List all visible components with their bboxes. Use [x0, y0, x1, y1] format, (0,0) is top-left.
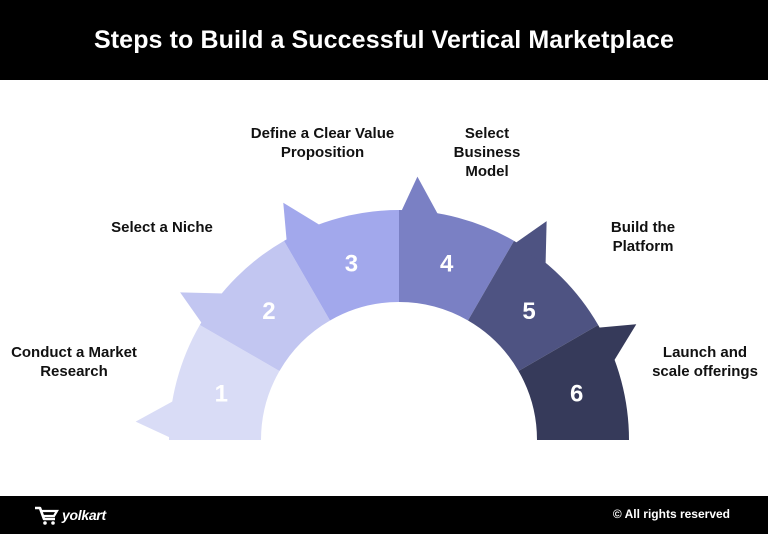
- step-pointer-3: [283, 202, 322, 242]
- step-pointer-6: [597, 324, 637, 363]
- step-number-1: 1: [215, 380, 228, 407]
- header-bar: Steps to Build a Successful Vertical Mar…: [0, 0, 768, 80]
- step-pointer-4: [400, 176, 439, 216]
- step-arc-6: [518, 325, 629, 440]
- step-number-4: 4: [440, 250, 454, 277]
- step-segment-1: 1: [135, 325, 280, 440]
- copyright-text: © All rights reserved: [612, 507, 730, 521]
- step-number-3: 3: [345, 250, 358, 277]
- step-arc-3: [284, 210, 399, 321]
- step-pointer-5: [514, 221, 547, 266]
- brand-name: yolkart: [62, 507, 106, 523]
- cart-icon: [35, 506, 59, 525]
- step-number-6: 6: [570, 380, 583, 407]
- step-arc-4: [399, 210, 514, 321]
- step-label-1: Conduct a Market Research: [11, 344, 137, 380]
- steps-diagram: 1 2 3 4 5 6 Conduct a Market Research Select …: [0, 80, 768, 496]
- step-segment-4: 4: [399, 176, 514, 321]
- step-number-2: 2: [262, 298, 275, 325]
- step-segment-6: 6: [518, 324, 637, 440]
- step-segment-2: 2: [180, 240, 330, 371]
- step-label-3: Define a Clear Value Proposition: [250, 125, 395, 161]
- step-segment-5: 5: [468, 221, 599, 371]
- step-number-5: 5: [522, 298, 535, 325]
- step-label-6: Launch and scale offerings: [652, 344, 758, 380]
- step-pointer-2: [180, 292, 225, 325]
- step-arc-1: [169, 325, 280, 440]
- step-label-5: Build the Platform: [610, 219, 676, 255]
- step-arc-5: [468, 240, 599, 371]
- step-label-4: Select Business Model: [453, 125, 521, 180]
- step-pointer-1: [135, 400, 175, 439]
- footer-bar: yolkart © All rights reserved: [0, 496, 768, 534]
- semicircle-steps: 1 2 3 4 5 6: [135, 176, 637, 440]
- step-label-2: Select a Niche: [111, 219, 213, 236]
- step-arc-2: [199, 240, 330, 371]
- brand-logo: yolkart: [34, 503, 106, 527]
- page-title: Steps to Build a Successful Vertical Mar…: [93, 25, 675, 54]
- step-segment-3: 3: [283, 202, 399, 321]
